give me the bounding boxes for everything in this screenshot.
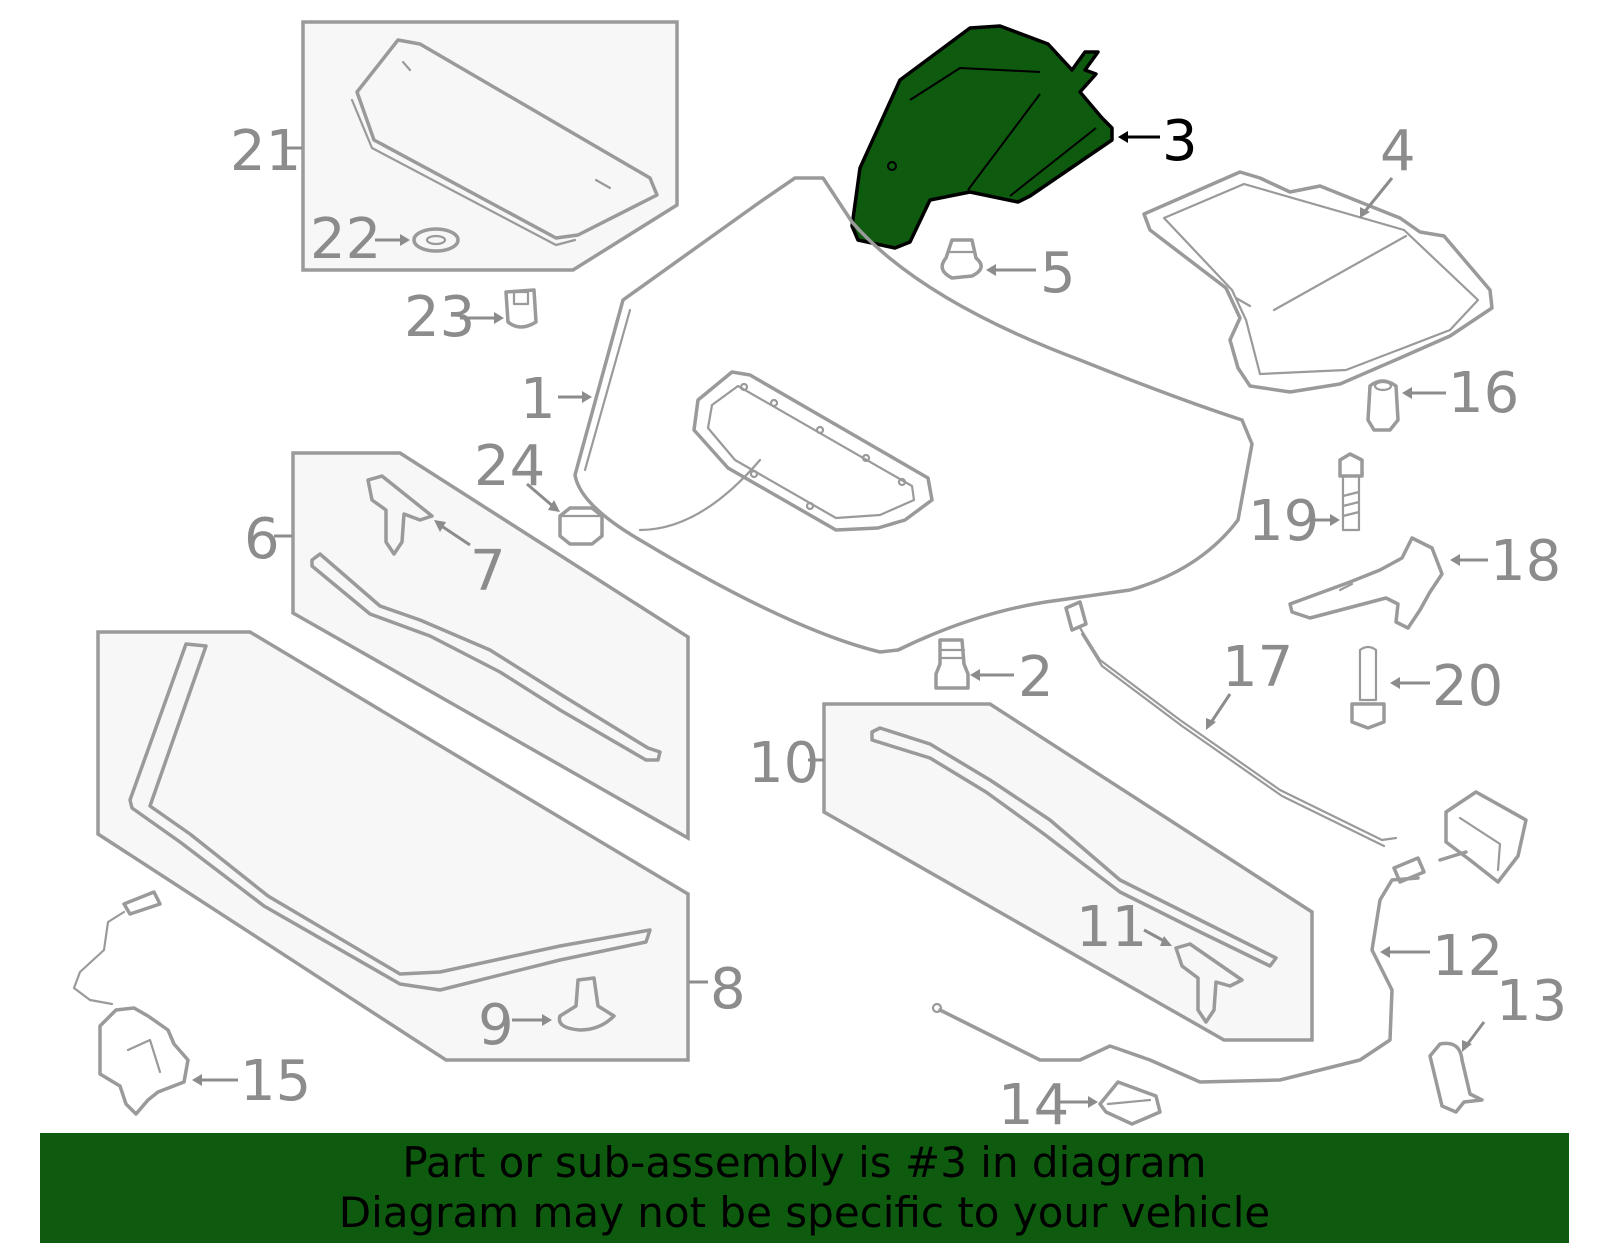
label-1[interactable]: 1 bbox=[520, 367, 556, 432]
info-banner: Part or sub-assembly is #3 in diagram Di… bbox=[40, 1133, 1569, 1243]
part-14-clip[interactable] bbox=[1098, 1080, 1162, 1126]
part-10-box[interactable] bbox=[822, 702, 1314, 1042]
label-8[interactable]: 8 bbox=[710, 957, 746, 1022]
part-4-insulator[interactable] bbox=[1142, 170, 1494, 394]
label-21[interactable]: 21 bbox=[230, 119, 301, 184]
label-10[interactable]: 10 bbox=[748, 731, 819, 796]
label-12[interactable]: 12 bbox=[1432, 924, 1503, 989]
part-22-washer[interactable] bbox=[412, 227, 460, 253]
label-2[interactable]: 2 bbox=[1018, 645, 1054, 710]
part-11-clip[interactable] bbox=[1174, 942, 1244, 1024]
label-5[interactable]: 5 bbox=[1040, 241, 1076, 306]
label-7[interactable]: 7 bbox=[470, 539, 506, 604]
label-19[interactable]: 19 bbox=[1248, 489, 1319, 554]
banner-line-1: Part or sub-assembly is #3 in diagram bbox=[402, 1138, 1207, 1187]
label-14[interactable]: 14 bbox=[998, 1073, 1069, 1138]
label-3[interactable]: 3 bbox=[1162, 109, 1198, 174]
label-9[interactable]: 9 bbox=[478, 993, 514, 1058]
label-16[interactable]: 16 bbox=[1448, 361, 1519, 426]
label-23[interactable]: 23 bbox=[404, 285, 475, 350]
label-24[interactable]: 24 bbox=[474, 434, 545, 499]
label-6[interactable]: 6 bbox=[244, 507, 280, 572]
label-22[interactable]: 22 bbox=[310, 207, 381, 272]
part-19-bolt[interactable] bbox=[1338, 452, 1364, 532]
label-18[interactable]: 18 bbox=[1490, 529, 1561, 594]
part-16-bumper[interactable] bbox=[1366, 379, 1400, 432]
label-20[interactable]: 20 bbox=[1432, 654, 1503, 719]
part-2-bumper[interactable] bbox=[934, 638, 970, 690]
part-5-bumper[interactable] bbox=[940, 238, 983, 280]
label-11[interactable]: 11 bbox=[1076, 895, 1147, 960]
part-1-hood[interactable] bbox=[573, 176, 1254, 654]
label-15[interactable]: 15 bbox=[240, 1049, 311, 1114]
part-12-cable[interactable] bbox=[931, 790, 1528, 1084]
part-3-hood-insulator[interactable] bbox=[850, 24, 1114, 250]
part-24-cap[interactable] bbox=[558, 506, 604, 546]
part-23-clip[interactable] bbox=[504, 288, 538, 329]
part-21-box[interactable] bbox=[301, 20, 679, 272]
part-7-clip[interactable] bbox=[366, 474, 434, 556]
label-4[interactable]: 4 bbox=[1380, 119, 1416, 184]
label-13[interactable]: 13 bbox=[1496, 969, 1567, 1034]
part-15-latch[interactable] bbox=[72, 890, 190, 1116]
part-13-clip[interactable] bbox=[1428, 1041, 1484, 1114]
part-9-clip[interactable] bbox=[557, 976, 616, 1032]
part-17-rod[interactable] bbox=[1064, 600, 1398, 848]
part-20-bolt[interactable] bbox=[1350, 645, 1386, 730]
banner-line-2: Diagram may not be specific to your vehi… bbox=[338, 1188, 1271, 1237]
part-18-bracket[interactable] bbox=[1288, 536, 1444, 630]
label-17[interactable]: 17 bbox=[1222, 635, 1293, 700]
part-8-box[interactable] bbox=[96, 630, 690, 1062]
